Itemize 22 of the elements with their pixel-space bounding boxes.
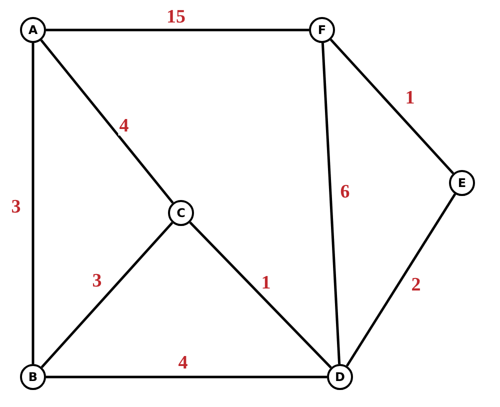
- vertex-circle: [327, 364, 353, 390]
- graph-edge: [46, 28, 309, 32]
- vertex-circle: [168, 200, 194, 226]
- vertex-label: B: [28, 370, 38, 384]
- graph-edge: [330, 38, 454, 174]
- vertex-circle: [20, 364, 46, 390]
- graph-edge: [346, 193, 456, 367]
- vertex-circle: [309, 17, 335, 43]
- vertex-label: D: [335, 370, 345, 384]
- vertex-circle: [449, 170, 475, 196]
- vertex-label: C: [176, 206, 186, 220]
- vertex-label: F: [318, 23, 326, 37]
- graph-edge: [189, 221, 332, 369]
- graph-edge: [321, 42, 341, 364]
- graph-edge: [40, 222, 174, 368]
- vertex-label: A: [28, 23, 38, 37]
- graph-edge: [32, 43, 34, 364]
- graph-edge: [40, 39, 174, 204]
- vertex-label: E: [458, 176, 466, 190]
- edge-weight: 4: [118, 116, 130, 136]
- graph-edge: [46, 376, 327, 378]
- vertex-circle: [20, 17, 46, 43]
